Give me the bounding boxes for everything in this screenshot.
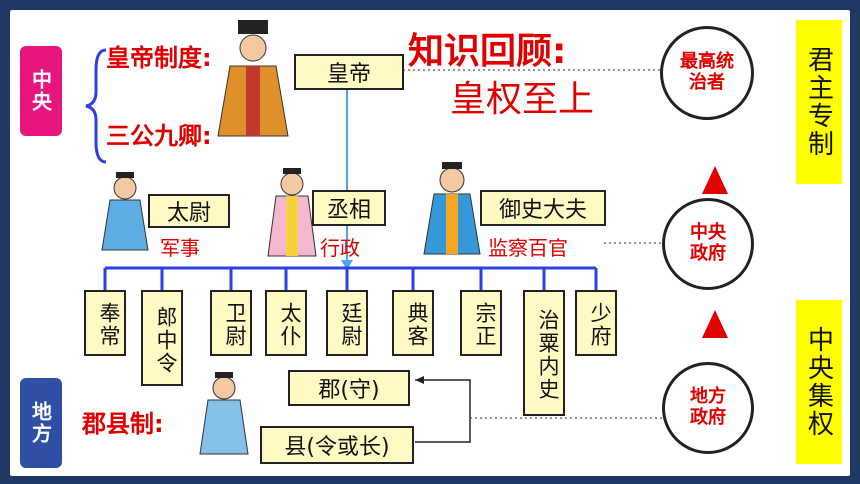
emperor-box: 皇帝: [294, 54, 404, 90]
commandery-box: 郡(守): [288, 370, 410, 406]
connector-layer: [85, 20, 728, 455]
minister-zongzheng: 宗正: [460, 290, 502, 356]
label-autocracy: 君主专制: [796, 20, 842, 184]
central-tag: 中央: [20, 46, 62, 136]
emperor-connector-arrow: [341, 260, 353, 270]
taiwei-box: 太尉: [148, 194, 230, 228]
chancellor-role: 行政: [320, 236, 360, 260]
chancellor-figure: [267, 168, 317, 257]
local-system-label: 郡县制:: [82, 410, 164, 438]
three-nine-label: 三公九卿:: [106, 122, 212, 150]
slide: 中央 皇帝制度: 三公九卿: 皇帝 知识回顾: 皇权至上 太尉 军事 丞相 行政…: [10, 10, 850, 476]
arrow-up-bot: [702, 310, 728, 338]
review-title: 知识回顾:: [408, 31, 567, 72]
taiwei-figure: [101, 172, 149, 251]
arrow-up-top: [702, 166, 728, 194]
taiwei-role: 军事: [160, 236, 200, 260]
county-box: 县(令或长): [260, 426, 414, 464]
local-tag: 地方: [20, 378, 62, 468]
minister-shaofu: 少府: [575, 290, 617, 356]
circle-central-government: 中央政府: [662, 198, 754, 290]
emperor-system-label: 皇帝制度:: [106, 44, 212, 72]
review-subtitle: 皇权至上: [450, 79, 595, 120]
censor-figure: [423, 162, 481, 255]
censor-box: 御史大夫: [480, 190, 606, 226]
local-bracket-arrow: [415, 376, 424, 384]
circle-supreme-ruler: 最高统治者: [660, 26, 754, 120]
local-bracket: [415, 379, 471, 443]
circle-local-government: 地方政府: [662, 362, 754, 454]
chancellor-box: 丞相: [312, 190, 386, 226]
minister-taipu: 太仆: [265, 290, 307, 356]
minister-fengchang: 奉常: [84, 290, 126, 356]
minister-langzhongling: 郎中令: [141, 290, 183, 386]
nine-ministers-drops: [103, 268, 598, 290]
censor-role: 监察百官: [488, 236, 568, 260]
emperor-figure: [217, 20, 289, 137]
brace: [85, 48, 107, 164]
minister-weiwei: 卫尉: [210, 290, 252, 356]
local-official-figure: [199, 372, 249, 455]
minister-zhisuneishi: 治粟内史: [523, 290, 565, 416]
minister-dianke: 典客: [392, 290, 434, 356]
minister-tingwei: 廷尉: [326, 290, 368, 356]
label-centralization: 中央集权: [796, 300, 842, 464]
